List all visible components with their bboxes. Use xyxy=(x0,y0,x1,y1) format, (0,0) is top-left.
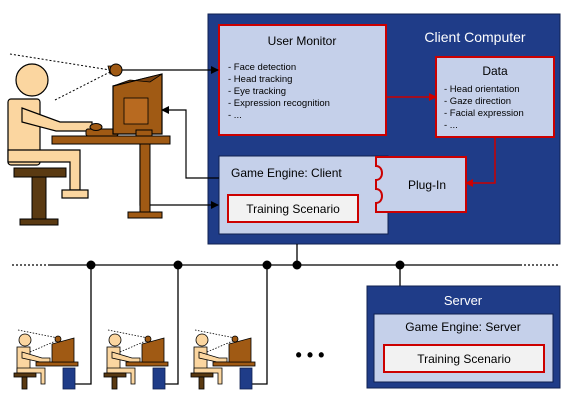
network-node xyxy=(292,260,302,270)
training-scenario-server-label: Training Scenario xyxy=(417,352,511,366)
plugin-puzzle-piece xyxy=(375,156,467,213)
data-to-plugin-arrow xyxy=(465,137,496,187)
data-box-item: - ... xyxy=(444,120,458,131)
game-engine-server-label: Game Engine: Server xyxy=(405,320,520,334)
user-monitor-item: - Face detection xyxy=(228,62,296,73)
client-workstation-icon xyxy=(13,265,92,390)
data-box-item: - Gaze direction xyxy=(444,96,511,107)
client-workstation-icons xyxy=(13,265,268,390)
server-title: Server xyxy=(444,293,483,308)
data-box-item: - Facial expression xyxy=(444,108,524,119)
client-workstation-icon xyxy=(103,265,179,390)
client-computer-title: Client Computer xyxy=(424,29,525,45)
data-box-list: - Head orientation - Gaze direction - Fa… xyxy=(444,84,524,131)
user-monitor-list: - Face detection - Head tracking - Eye t… xyxy=(228,62,330,121)
user-monitor-item: - Eye tracking xyxy=(228,86,286,97)
training-scenario-client-label: Training Scenario xyxy=(246,202,340,216)
engine-to-screen-arrow xyxy=(161,106,219,179)
data-box-title: Data xyxy=(482,64,508,78)
training-scenario-client-box xyxy=(227,194,359,223)
plugin-label: Plug-In xyxy=(408,178,446,192)
user-monitor-title: User Monitor xyxy=(268,34,337,48)
game-engine-client-label: Game Engine: Client xyxy=(231,166,342,180)
training-scenario-server-box xyxy=(383,344,545,373)
network-node xyxy=(395,260,405,270)
user-at-workstation-icon xyxy=(7,63,171,226)
user-monitor-box xyxy=(218,24,387,136)
client-workstation-icon xyxy=(190,265,268,390)
user-monitor-item: - Head tracking xyxy=(228,74,292,85)
user-monitor-item: - Expression recognition xyxy=(228,98,330,109)
more-clients-ellipsis: • • • xyxy=(296,345,325,365)
webcam-icon xyxy=(9,53,123,101)
data-box-item: - Head orientation xyxy=(444,84,520,95)
user-monitor-item: - ... xyxy=(228,110,242,121)
